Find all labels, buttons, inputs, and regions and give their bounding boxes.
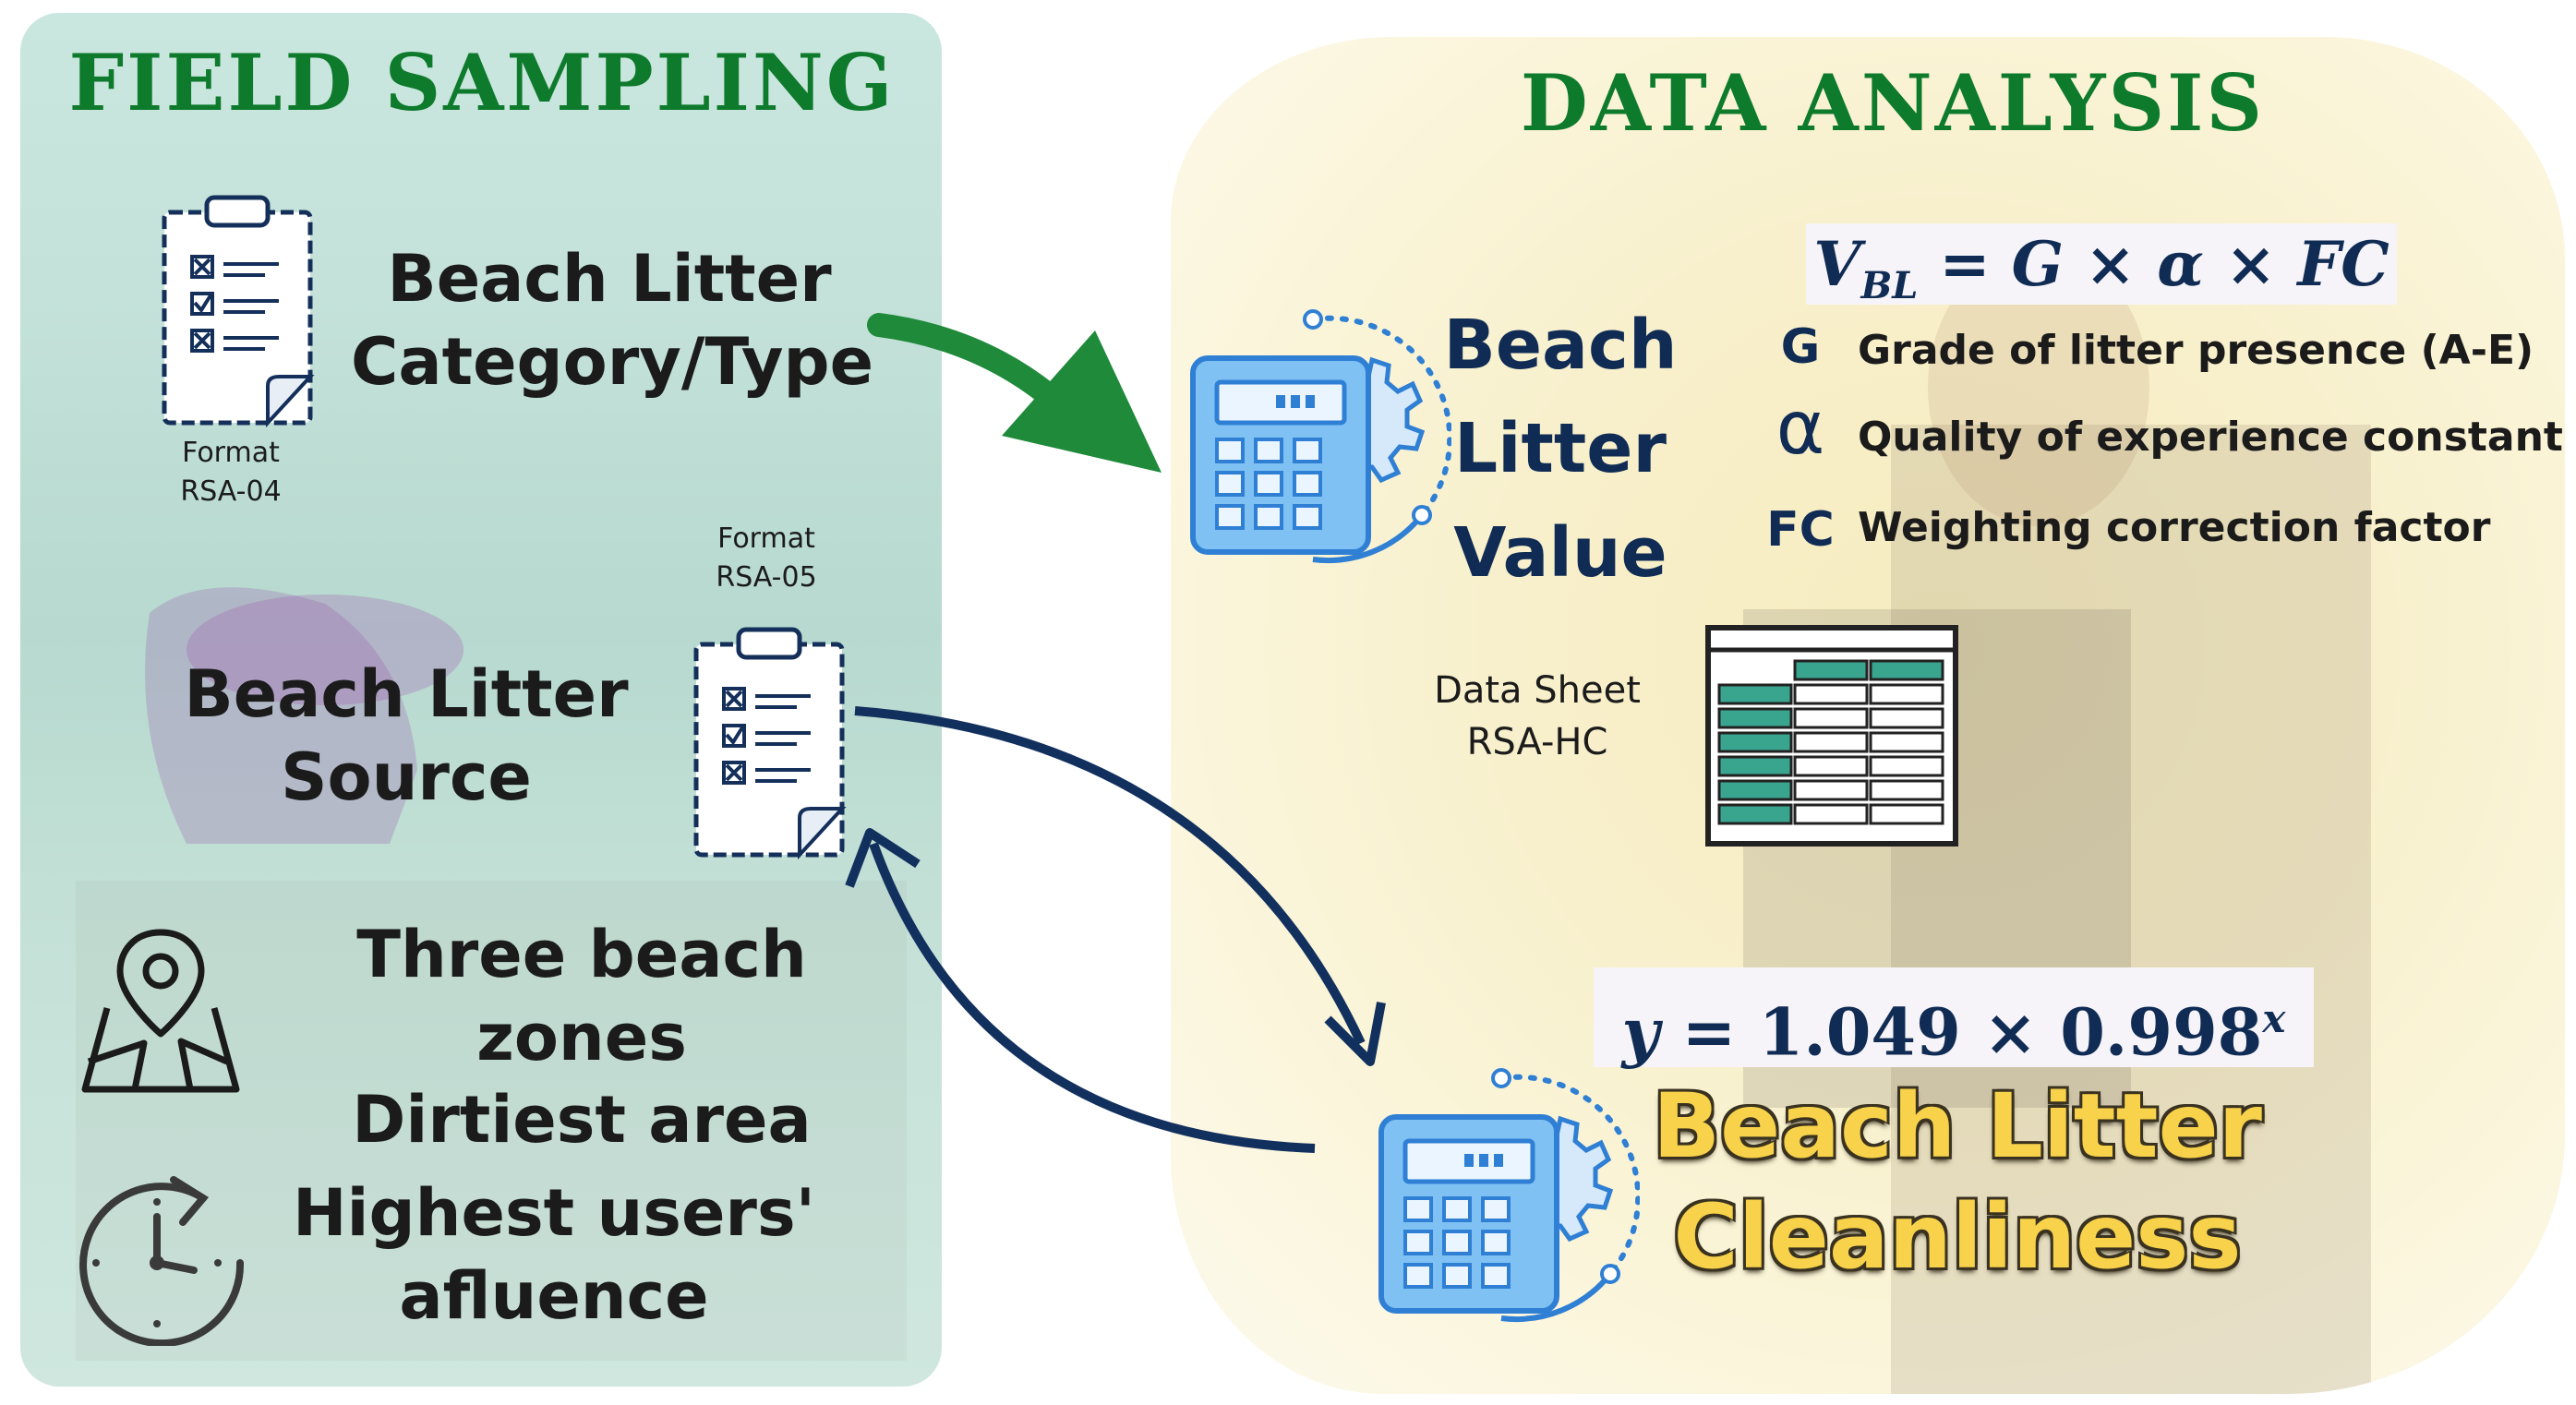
map-pin-icon	[81, 929, 240, 1093]
label-line2: Cleanliness	[1673, 1185, 2242, 1289]
background-photo	[76, 587, 907, 1361]
field-sampling-title: FIELD SAMPLING	[68, 37, 896, 128]
legend-text-g: Grade of litter presence (A-E)	[1858, 327, 2534, 374]
beach-litter-value-label: Beach Litter Value	[1422, 294, 1699, 605]
format-label-line1: Format	[182, 437, 280, 469]
legend-symbol-alpha: α	[1776, 385, 1825, 471]
zones-label: Three beach zones Dirtiest area	[249, 914, 914, 1162]
legend-text-alpha: Quality of experience constant	[1858, 414, 2563, 461]
source-label: Beach Litter Source	[166, 654, 646, 819]
cleanliness-equation: y = 1.049 × 0.998x	[1594, 967, 2314, 1071]
category-type-label: Beach Litter Category/Type	[351, 238, 874, 403]
equation-exponent: x	[2262, 996, 2286, 1041]
formula-subscript: BL	[1860, 264, 1919, 308]
formula-lhs: V	[1813, 228, 1861, 300]
label-line2: Litter	[1454, 409, 1667, 489]
format-label-line2: RSA-05	[716, 561, 817, 594]
label-line2: afluence	[399, 1257, 709, 1334]
calculator-gear-icon	[1378, 1068, 1640, 1323]
label-line1: Three beach zones	[356, 917, 807, 1075]
label-line1: Beach Litter	[387, 241, 832, 317]
label-line2: Dirtiest area	[352, 1082, 812, 1159]
legend-symbol-fc: FC	[1766, 502, 1835, 558]
datasheet-label: Data Sheet RSA-HC	[1403, 665, 1671, 768]
green-arrowhead	[1002, 330, 1162, 473]
formula-rhs: = G × α × FC	[1918, 228, 2389, 300]
users-affluence-label: Highest users' afluence	[277, 1172, 831, 1338]
clipboard-icon	[693, 627, 847, 860]
label-line1: Highest users'	[292, 1175, 816, 1251]
legend-text-fc: Weighting correction factor	[1858, 504, 2491, 551]
beach-litter-cleanliness-label: Beach Litter Cleanliness	[1634, 1071, 2281, 1292]
clock-icon	[79, 1176, 245, 1346]
format-rsa04-label: Format RSA-04	[157, 434, 305, 511]
navy-arrow-up	[869, 842, 1316, 1153]
calculator-gear-icon	[1190, 309, 1451, 564]
label-line2: Source	[281, 739, 532, 815]
label-line1: Data Sheet	[1434, 669, 1641, 712]
equation-rhs: = 1.049 × 0.998	[1659, 993, 2263, 1071]
format-rsa05-label: Format RSA-05	[688, 520, 845, 597]
navy-arrowhead-up	[845, 828, 921, 888]
equation-lhs: y	[1621, 993, 1660, 1071]
data-analysis-title: DATA ANALYSIS	[1520, 57, 2266, 149]
clipboard-icon	[162, 195, 315, 428]
navy-arrow-down	[854, 706, 1366, 1046]
format-label-line2: RSA-04	[180, 475, 282, 508]
label-line3: Value	[1453, 512, 1667, 593]
legend-symbol-g: G	[1780, 319, 1821, 375]
navy-arrowhead-down	[1324, 1002, 1386, 1066]
label-line1: Beach Litter	[1652, 1075, 2263, 1178]
format-label-line1: Format	[717, 522, 815, 555]
spreadsheet-icon	[1705, 625, 1958, 847]
label-line2: RSA-HC	[1466, 721, 1608, 763]
value-formula: VBL = G × α × FC	[1806, 223, 2397, 308]
label-line1: Beach	[1443, 306, 1678, 385]
label-line2: Category/Type	[351, 323, 874, 400]
label-line1: Beach Litter	[184, 656, 629, 732]
